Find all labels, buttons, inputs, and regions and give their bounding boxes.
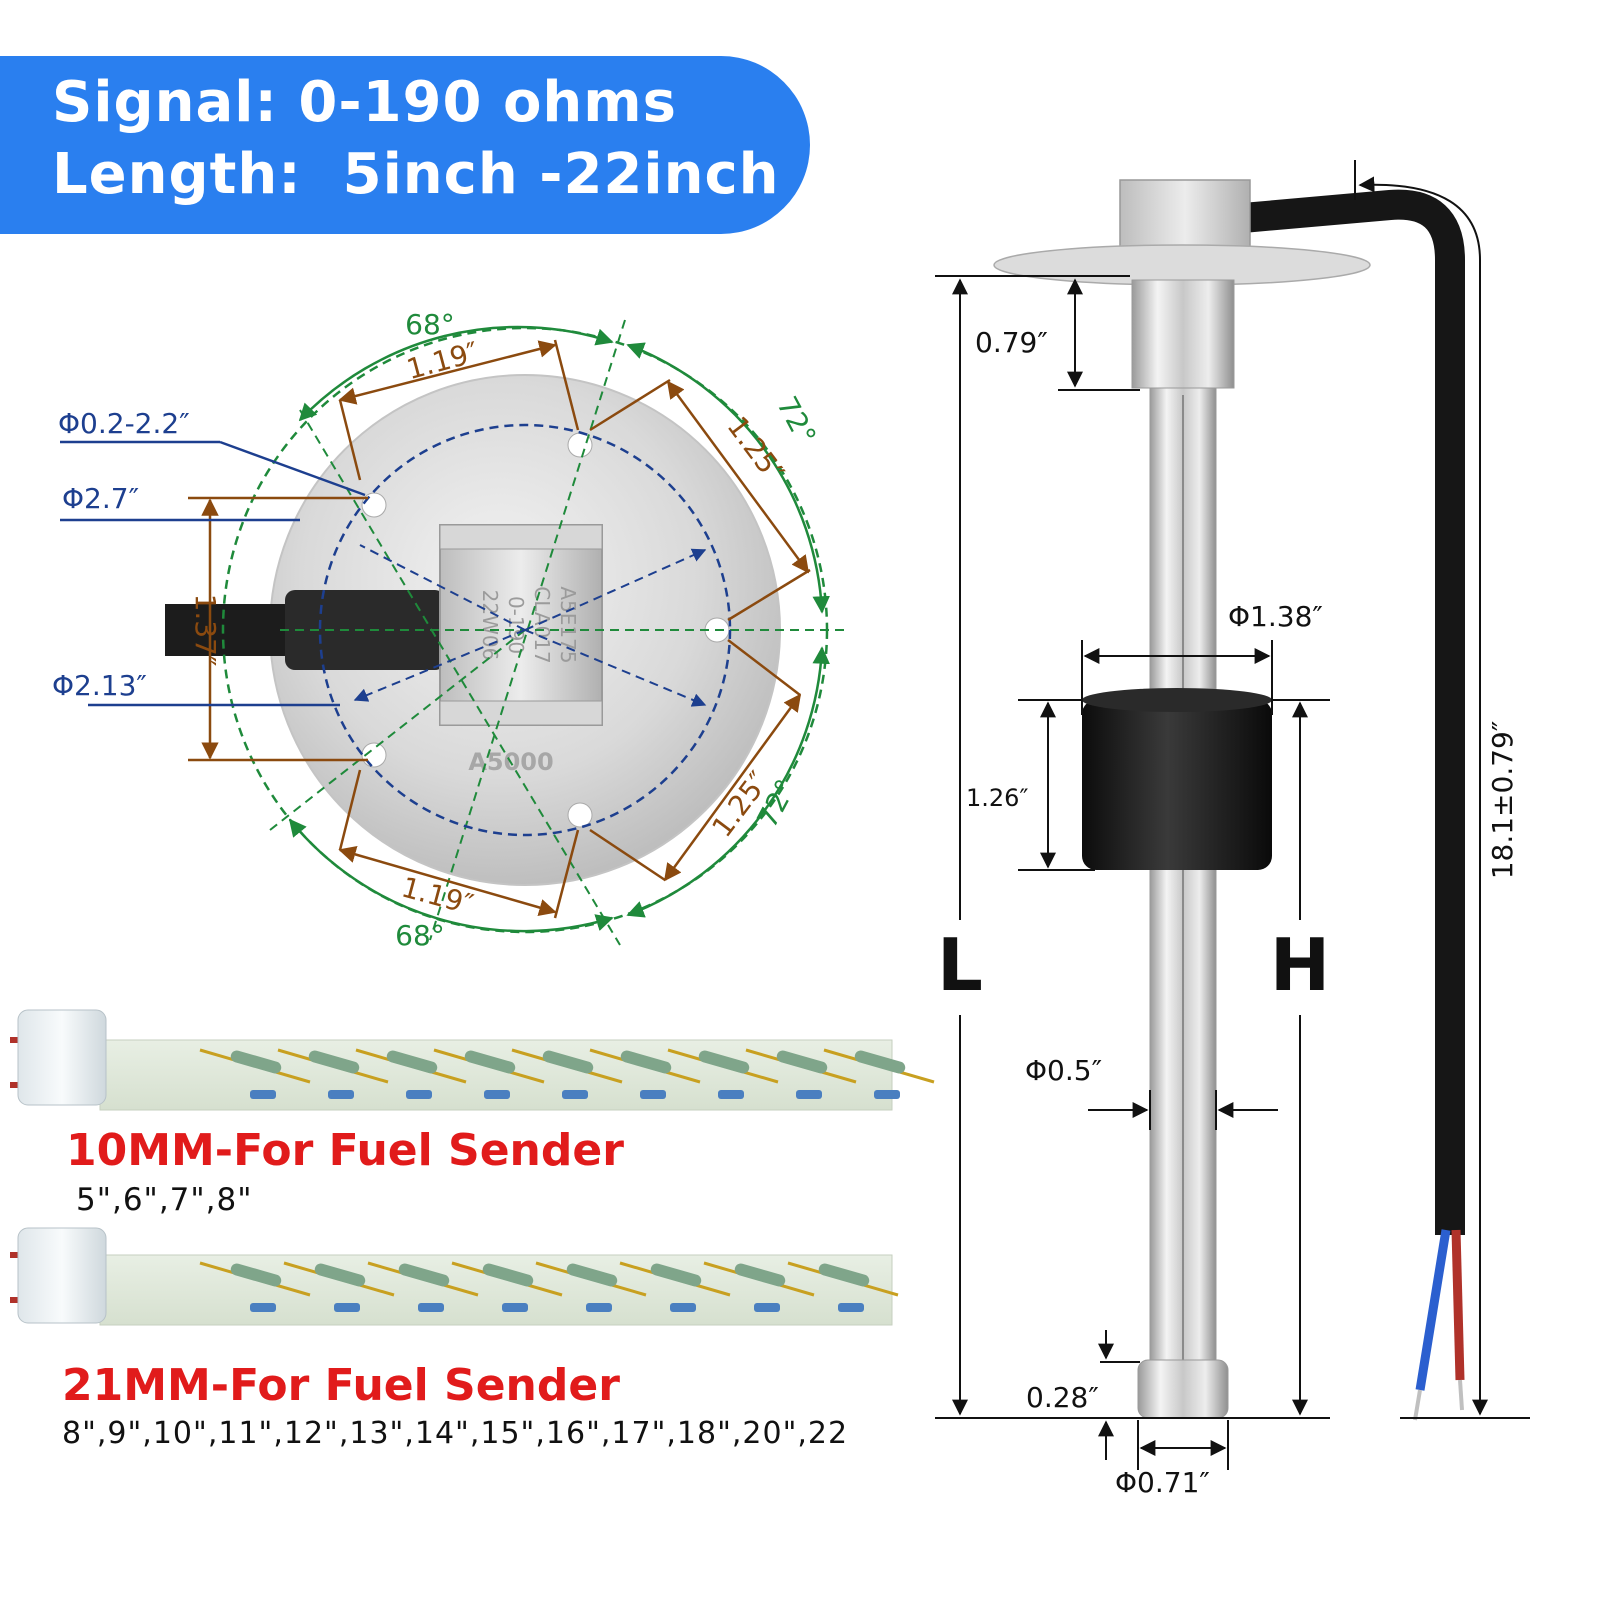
resistor <box>874 1090 900 1099</box>
angle-label: 72° <box>770 391 822 450</box>
resistor <box>484 1090 510 1099</box>
resistor <box>334 1303 360 1312</box>
cable-grommet <box>285 590 445 670</box>
resistor <box>406 1090 432 1099</box>
probe-neck <box>1131 279 1235 389</box>
reed-switch <box>776 1050 828 1074</box>
resistor <box>502 1303 528 1312</box>
reed-switch <box>818 1263 870 1287</box>
reed-switch <box>230 1050 282 1074</box>
plate-marking: 0-190 <box>504 596 528 654</box>
length-spec: Length: 5inch -22inch <box>52 142 780 207</box>
flange-top-view: A5E175 CLA017 0-190 22W06 A5000 <box>52 308 850 952</box>
board-sizes-21mm: 8",9",10",11",12",13",14",15",16",17",18… <box>62 1416 849 1451</box>
bottom-gap-label: 0.28″ <box>1026 1381 1099 1414</box>
reed-switch <box>308 1050 360 1074</box>
float-height-label: 1.26″ <box>966 784 1028 812</box>
reed-switch <box>398 1263 450 1287</box>
reed-switch <box>698 1050 750 1074</box>
resistor <box>250 1303 276 1312</box>
resistor <box>640 1090 666 1099</box>
probe-side-view: L H 0.79″ Φ1.38″ 1.26″ Φ0.5″ 0.28″ Φ0.71… <box>935 160 1530 1499</box>
float-diameter-label: Φ1.38″ <box>1228 600 1323 633</box>
reed-switch <box>650 1263 702 1287</box>
reed-switch <box>854 1050 906 1074</box>
reed-switch <box>566 1263 618 1287</box>
reed-switch <box>734 1263 786 1287</box>
reed-board-10mm <box>10 1009 935 1111</box>
board-sizes-10mm: 5",6",7",8" <box>76 1182 253 1218</box>
reed-switch <box>542 1050 594 1074</box>
hole-diameter-label: Φ0.2-2.2″ <box>58 407 190 440</box>
board-connector <box>17 1009 107 1106</box>
resistor <box>418 1303 444 1312</box>
total-length-label: L <box>937 923 983 1007</box>
board-connector <box>17 1227 107 1324</box>
resistor <box>718 1090 744 1099</box>
resistor <box>562 1090 588 1099</box>
flange-depth-label: 0.79″ <box>975 326 1048 359</box>
foot-diameter-label: Φ0.71″ <box>1115 1466 1210 1499</box>
probe-foot <box>1137 1359 1229 1419</box>
cable-length-label: 18.1±0.79″ <box>1486 721 1519 880</box>
reed-switch <box>482 1263 534 1287</box>
junction-box <box>439 524 603 726</box>
plate-marking: A5E175 <box>556 586 580 663</box>
probe-float <box>1082 700 1272 870</box>
float-travel-label: H <box>1270 923 1330 1007</box>
resistor <box>250 1090 276 1099</box>
reed-switch <box>386 1050 438 1074</box>
probe-flange <box>993 244 1371 286</box>
outer-diameter-label: Φ2.7″ <box>62 482 139 515</box>
board-title-10mm: 10MM-For Fuel Sender <box>66 1125 624 1176</box>
resistor <box>670 1303 696 1312</box>
resistor <box>838 1303 864 1312</box>
reed-board-21mm <box>10 1227 899 1326</box>
tube-diameter-label: Φ0.5″ <box>1025 1054 1102 1087</box>
resistor <box>796 1090 822 1099</box>
mounting-hole <box>361 492 387 518</box>
board-title-21mm: 21MM-For Fuel Sender <box>62 1360 620 1411</box>
flange-cable <box>165 604 300 656</box>
resistor <box>328 1090 354 1099</box>
chord-label: 1.19″ <box>403 335 482 386</box>
signal-spec: Signal: 0-190 ohms <box>52 70 677 135</box>
flange-height-label: 1.37″ <box>189 594 222 667</box>
bolt-circle-label: Φ2.13″ <box>52 669 147 702</box>
reed-switch <box>314 1263 366 1287</box>
reed-switch <box>620 1050 672 1074</box>
resistor <box>754 1303 780 1312</box>
spec-banner <box>0 56 810 234</box>
angle-label: 68° <box>405 308 455 341</box>
reed-switch <box>464 1050 516 1074</box>
reed-switch <box>230 1263 282 1287</box>
angle-label: 68° <box>395 919 445 952</box>
mounting-hole <box>567 802 593 828</box>
resistor <box>586 1303 612 1312</box>
plate-marking: CLA017 <box>530 586 554 663</box>
